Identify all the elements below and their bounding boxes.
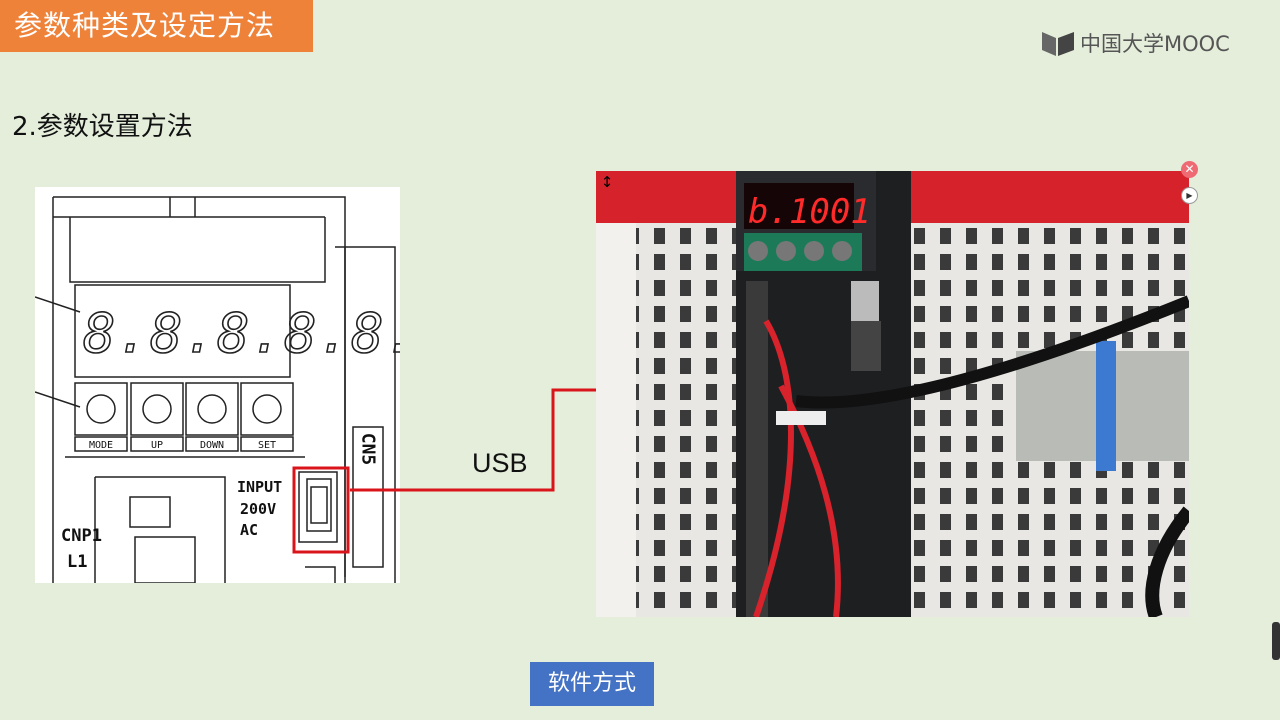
play-pause-icon[interactable]: ▶ <box>1181 187 1198 204</box>
mooc-logo: 中国大学MOOC <box>1040 28 1230 58</box>
logo-text: 中国大学MOOC <box>1080 32 1230 56</box>
section-subtitle: 2.参数设置方法 <box>12 112 193 142</box>
servo-panel-diagram: 8.8.8.8.8. MODE UP DOWN SET INPUT 200V A… <box>35 187 400 583</box>
diagram-cn5-label: CN5 <box>358 433 379 466</box>
servo-amplifier-photo: b.1001 <box>596 171 1189 617</box>
diagram-cnp1-label: CNP1 <box>61 526 102 546</box>
diagram-button-mode: MODE <box>89 440 113 451</box>
diagram-7seg-display: 8.8.8.8.8. <box>83 302 400 365</box>
slide-title: 参数种类及设定方法 <box>0 0 313 52</box>
scroll-handle[interactable] <box>1272 622 1280 660</box>
diagram-voltage-label: 200V <box>240 500 276 518</box>
usb-label: USB <box>472 448 528 478</box>
diagram-input-label: INPUT <box>237 478 282 496</box>
usb-highlight-box <box>292 466 350 554</box>
diagram-ac-label: AC <box>240 521 258 539</box>
usb-port-shape <box>306 478 332 532</box>
close-icon[interactable]: ✕ <box>1181 161 1198 178</box>
software-method-button[interactable]: 软件方式 <box>530 662 654 706</box>
diagram-button-up: UP <box>151 440 163 451</box>
diagram-l1-label: L1 <box>67 552 87 572</box>
diagram-button-set: SET <box>258 440 276 451</box>
resize-handle-icon[interactable]: ↕ <box>600 173 614 191</box>
photo-led-display: b.1001 <box>748 192 871 232</box>
diagram-button-down: DOWN <box>200 440 224 451</box>
open-book-icon <box>1042 32 1074 56</box>
